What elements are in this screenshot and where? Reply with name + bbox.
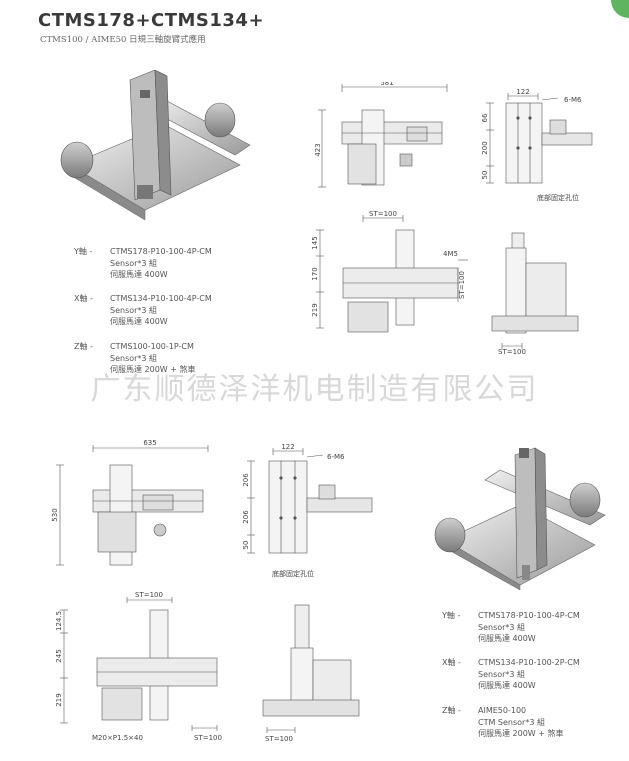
top-side-drawing: 122 6-M6 66 200 50 底部固定孔位 [481, 88, 593, 202]
watermark-text: 广东顺德泽洋机电制造有限公司 [90, 372, 539, 407]
bottom-mid-drawing: ST=100 [262, 604, 360, 743]
dim-top-front-height: 423 [314, 143, 322, 156]
dim-bot-side-hole: 6-M6 [327, 453, 345, 461]
spec-line: Sensor*3 組 [110, 258, 158, 268]
dim-top-side-d2: 66 [481, 113, 489, 122]
dim-bot-side-d3: 206 [242, 510, 250, 524]
spec-line: 伺服馬達 400W [110, 270, 168, 279]
spec-line: Sensor*3 組 [110, 305, 158, 315]
dim-top-side-d4: 50 [481, 171, 489, 180]
spec-axis-label: Y軸 - [74, 247, 93, 256]
spec-line: Sensor*3 組 [478, 669, 526, 679]
spec-axis-label: Y軸 - [442, 611, 461, 620]
caption-bot-side: 底部固定孔位 [272, 569, 314, 578]
dim-bot-front-width: 635 [143, 440, 156, 447]
dim-bot-mid-st: ST=100 [265, 735, 293, 743]
top-mid-drawing: ST=100 145 170 219 4M5 ST=100 [311, 210, 468, 333]
spec-line: Sensor*3 組 [110, 353, 158, 363]
spec-line: 伺服馬達 200W + 煞車 [110, 365, 196, 374]
spec-axis-label: Z軸 - [442, 706, 461, 715]
dim-bot-left-d2: 245 [55, 649, 63, 662]
spec-y-axis: Y軸 - CTMS178-P10-100-4P-CM Sensor*3 組 伺服… [442, 610, 622, 646]
spec-line: CTM Sensor*3 組 [478, 717, 545, 727]
page-title: CTMS178+CTMS134+ [38, 10, 265, 31]
spec-line: CTMS178-P10-100-4P-CM [478, 611, 580, 620]
dim-bot-left-d3: 219 [55, 693, 63, 706]
dim-bot-left-st: ST=100 [135, 591, 163, 599]
dim-bot-front-height: 530 [51, 508, 59, 521]
top-iso-render [60, 70, 251, 220]
spec-line: 伺服馬達 400W [478, 681, 536, 690]
dim-top-mid-d3: 219 [311, 303, 319, 316]
dim-top-mid-d2: 170 [311, 267, 319, 280]
spec-list-top: Y軸 - CTMS178-P10-100-4P-CM Sensor*3 組 伺服… [74, 246, 274, 374]
spec-x-axis: X軸 - CTMS134-P10-100-2P-CM Sensor*3 組 伺服… [442, 657, 622, 693]
spec-z-axis: Z軸 - AIME50-100 CTM Sensor*3 組 伺服馬達 200W… [442, 705, 622, 741]
spec-line: CTMS134-P10-100-4P-CM [110, 294, 212, 303]
caption-top-side: 底部固定孔位 [537, 193, 579, 202]
spec-line: AIME50-100 [478, 706, 527, 715]
dim-top-front-width: 581 [380, 82, 393, 87]
dim-top-mid-st: ST=100 [369, 210, 397, 218]
bottom-left-drawing: ST=100 124.5 245 219 M20×P1.5×40 ST=100 [55, 591, 222, 742]
spec-line: 伺服馬達 400W [478, 634, 536, 643]
dim-bot-left-st2: ST=100 [194, 734, 222, 742]
dim-bot-side-d1: 122 [281, 443, 294, 451]
spec-x-axis: X軸 - CTMS134-P10-100-4P-CM Sensor*3 組 伺服… [74, 293, 274, 329]
corner-badge [611, 0, 629, 18]
spec-y-axis: Y軸 - CTMS178-P10-100-4P-CM Sensor*3 組 伺服… [74, 246, 274, 282]
spec-z-axis: Z軸 - CTMS100-100-1P-CM Sensor*3 組 伺服馬達 2… [74, 341, 274, 377]
top-front-drawing: 581 423 [314, 82, 448, 188]
bottom-iso-render [434, 447, 606, 590]
dim-bot-side-d2: 206 [242, 473, 250, 487]
spec-line: CTMS178-P10-100-4P-CM [110, 247, 212, 256]
spec-line: Sensor*3 組 [478, 622, 526, 632]
spec-line: 伺服馬達 200W + 煞車 [478, 729, 564, 738]
dim-bot-side-d4: 50 [242, 541, 250, 550]
dim-top-mid-d1: 145 [311, 236, 319, 249]
dim-bot-left-d1: 124.5 [55, 611, 63, 631]
spec-axis-label: X軸 - [442, 658, 461, 667]
spec-line: CTMS100-100-1P-CM [110, 342, 194, 351]
dim-top-side-d1: 122 [516, 88, 529, 96]
spec-axis-label: Z軸 - [74, 342, 93, 351]
spec-line: CTMS134-P10-100-2P-CM [478, 658, 580, 667]
top-right-drawing: ST=100 [491, 232, 579, 356]
dim-bot-left-thread: M20×P1.5×40 [92, 734, 143, 742]
dim-top-mid-m: 4M5 [443, 250, 458, 258]
spec-list-bottom: Y軸 - CTMS178-P10-100-4P-CM Sensor*3 組 伺服… [442, 610, 622, 745]
dim-top-right-st: ST=100 [498, 348, 526, 356]
page-subtitle: CTMS100 / AIME50 日規三軸旋臂式應用 [40, 35, 206, 45]
dim-top-mid-stv: ST=100 [458, 271, 466, 299]
spec-axis-label: X軸 - [74, 294, 93, 303]
bottom-side-drawing: 122 6-M6 206 206 50 底部固定孔位 [242, 443, 373, 578]
spec-line: 伺服馬達 400W [110, 317, 168, 326]
bottom-front-drawing: 635 530 [51, 440, 209, 566]
dim-top-side-hole: 6-M6 [564, 96, 582, 104]
dim-top-side-d3: 200 [481, 141, 489, 154]
